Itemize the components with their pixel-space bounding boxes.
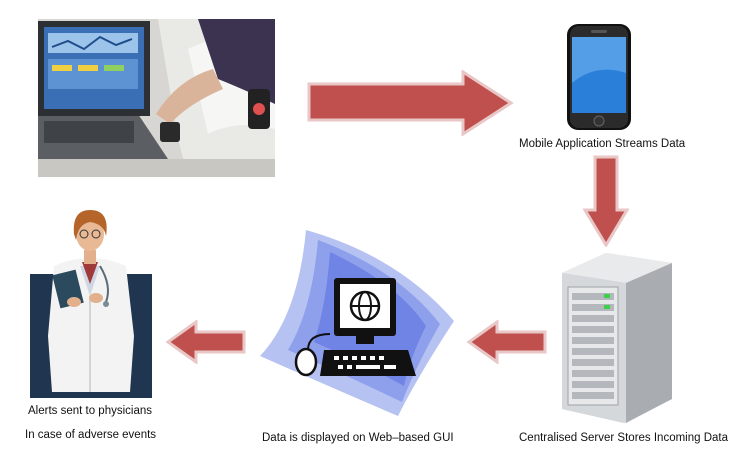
- patient-laptop-photo: [38, 19, 275, 177]
- server-caption: Centralised Server Stores Incoming Data: [519, 432, 729, 444]
- arrow-right: [305, 70, 515, 136]
- adverse-caption: In case of adverse events: [25, 429, 157, 441]
- arrow-left-web: [164, 320, 248, 364]
- alerts-caption: Alerts sent to physicians: [28, 405, 153, 417]
- web-caption: Data is displayed on Web–based GUI: [262, 432, 454, 444]
- arrow-left-server: [465, 320, 549, 364]
- server-tower-icon: [556, 249, 674, 425]
- web-computer-icon: [258, 226, 458, 418]
- arrow-down: [583, 155, 629, 247]
- physician-icon: [30, 206, 152, 398]
- smartphone-icon: [566, 23, 632, 131]
- mobile-caption: Mobile Application Streams Data: [519, 138, 686, 150]
